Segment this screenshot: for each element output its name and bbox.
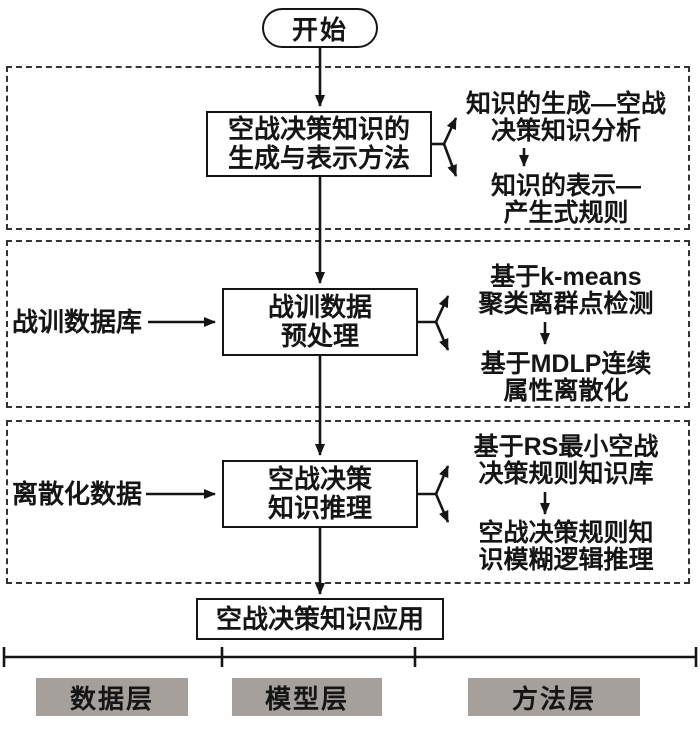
branch-text-line: 决策规则知识库 bbox=[478, 460, 654, 488]
branch-text-line: 知识的生成—空战 bbox=[465, 90, 666, 118]
layer-text: 数据层 bbox=[69, 683, 154, 714]
stage3-box-line2: 知识推理 bbox=[267, 493, 372, 523]
branch-text-line: 聚类离群点检测 bbox=[478, 290, 654, 318]
input-text: 战训数据库 bbox=[12, 307, 143, 337]
branch-text-line: 识模糊逻辑推理 bbox=[478, 546, 654, 574]
stage1-process-box: 空战决策知识的 生成与表示方法 bbox=[206, 111, 432, 177]
branch-text-line: 产生式规则 bbox=[503, 199, 629, 227]
stage3-branch-rs-rule-base: 基于RS最小空战 决策规则知识库 bbox=[450, 434, 682, 488]
stage2-input-label: 战训数据库 bbox=[12, 308, 148, 336]
stage3-box-line1: 空战决策 bbox=[267, 464, 372, 494]
stage1-box-line2: 生成与表示方法 bbox=[227, 143, 410, 173]
branch-sequence-arrows bbox=[519, 148, 550, 515]
stage2-branch-mdlp-discretization: 基于MDLP连续 属性离散化 bbox=[450, 351, 682, 405]
branch-text-line: 知识的表示— bbox=[490, 172, 641, 200]
stage2-box-line1: 战训数据 bbox=[267, 292, 372, 322]
stage2-process-box: 战训数据 预处理 bbox=[222, 288, 418, 356]
branch-fork-arrows bbox=[418, 117, 458, 523]
layer-text: 模型层 bbox=[264, 683, 349, 714]
input-text: 离散化数据 bbox=[12, 479, 143, 509]
stage1-dashed-region bbox=[6, 66, 690, 230]
input-arrows bbox=[146, 317, 216, 499]
stage2-box-line2: 预处理 bbox=[280, 321, 359, 351]
branch-text-line: 基于RS最小空战 bbox=[473, 433, 659, 461]
stage3-input-label: 离散化数据 bbox=[12, 480, 148, 508]
stage1-branch-knowledge-representation: 知识的表示— 产生式规则 bbox=[450, 173, 682, 227]
final-box-label: 空战决策知识应用 bbox=[215, 603, 424, 634]
start-label: 开始 bbox=[291, 14, 348, 45]
stage1-box-line1: 空战决策知识的 bbox=[227, 114, 410, 144]
branch-text-line: 空战决策规则知 bbox=[478, 519, 654, 547]
layer-axis bbox=[2, 647, 698, 667]
branch-text-line: 决策知识分析 bbox=[490, 117, 641, 145]
layer-label-model: 模型层 bbox=[232, 678, 382, 716]
stage3-branch-fuzzy-inference: 空战决策规则知 识模糊逻辑推理 bbox=[450, 520, 682, 574]
layer-label-data: 数据层 bbox=[36, 678, 188, 716]
stage2-branch-kmeans-outlier: 基于k-means 聚类离群点检测 bbox=[450, 264, 682, 318]
start-node: 开始 bbox=[262, 8, 378, 48]
layer-text: 方法层 bbox=[511, 683, 596, 714]
branch-text-line: 属性离散化 bbox=[503, 377, 629, 405]
layer-label-method: 方法层 bbox=[468, 678, 640, 716]
branch-text-line: 基于MDLP连续 bbox=[480, 350, 652, 378]
branch-text-line: 基于k-means bbox=[490, 263, 642, 291]
stage2-dashed-region bbox=[6, 240, 690, 408]
stage1-branch-knowledge-generation: 知识的生成—空战 决策知识分析 bbox=[450, 91, 682, 145]
final-application-box: 空战决策知识应用 bbox=[196, 598, 444, 640]
stage3-dashed-region bbox=[6, 420, 690, 584]
stage3-process-box: 空战决策 知识推理 bbox=[222, 460, 418, 528]
